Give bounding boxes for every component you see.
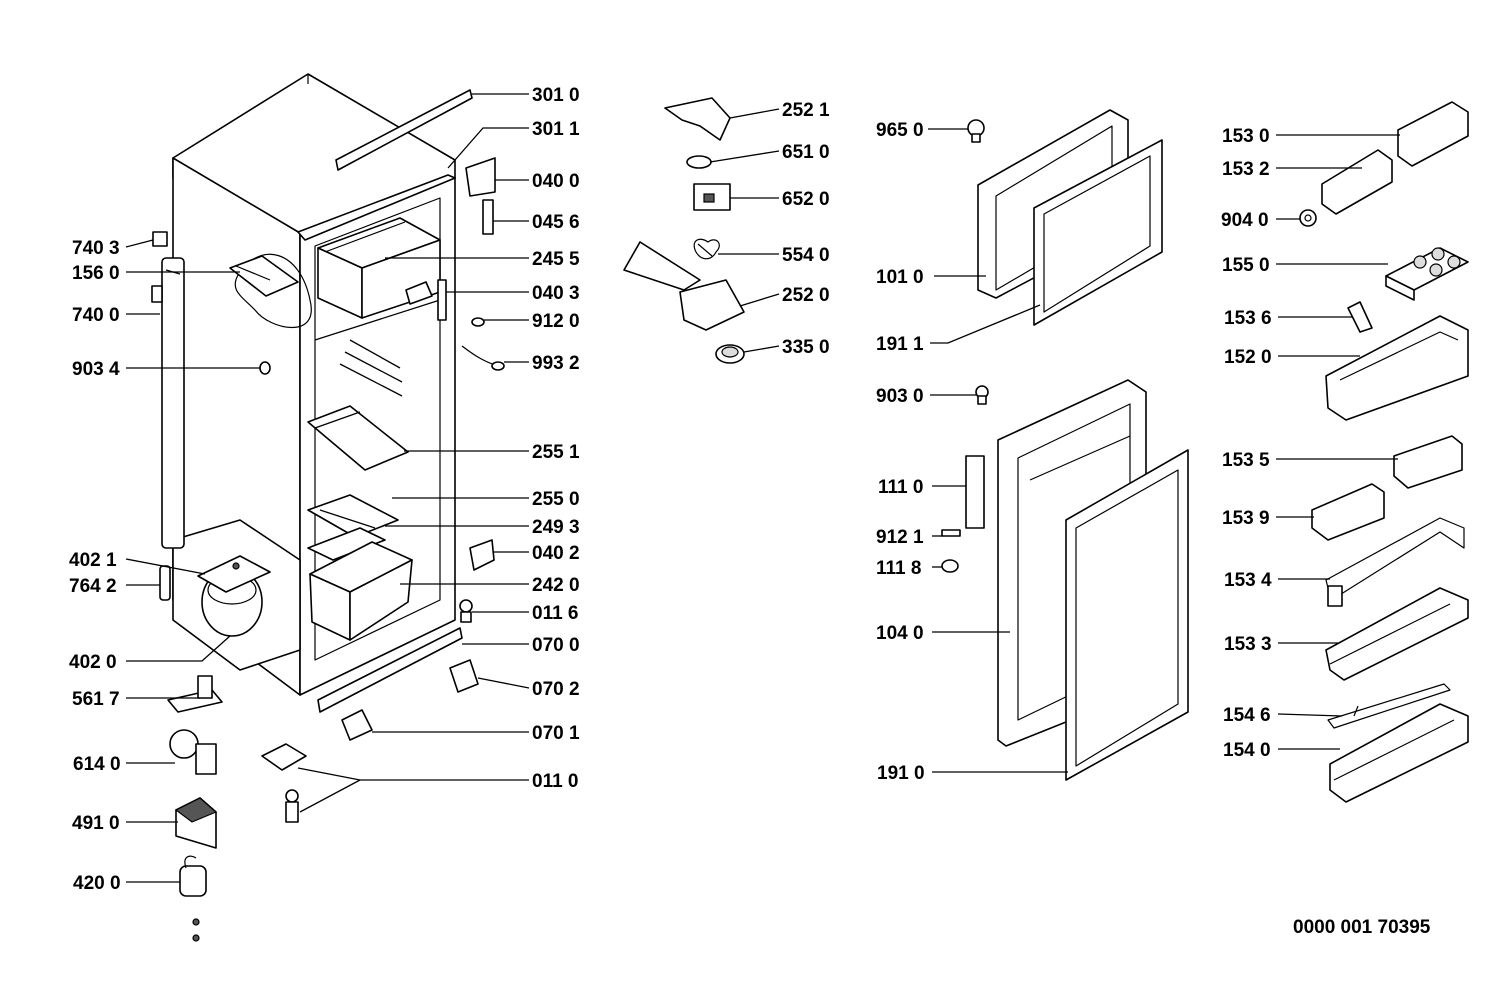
fridge-cabinet (151, 73, 505, 942)
part-label: 045 6 (532, 212, 580, 233)
compressor (197, 555, 271, 637)
part-label: 040 2 (532, 543, 580, 564)
part-label: 191 1 (876, 334, 924, 355)
part-label: 255 1 (532, 442, 580, 463)
part-label: 153 9 (1222, 508, 1270, 529)
part-label: 153 0 (1222, 126, 1270, 147)
door-accessories (1299, 101, 1469, 803)
part-label: 255 0 (532, 489, 580, 510)
part-label: 651 0 (782, 142, 830, 163)
part-label: 965 0 (876, 120, 924, 141)
part-label: 111 0 (878, 477, 923, 498)
part-label: 402 1 (69, 550, 117, 571)
part-label: 252 1 (782, 100, 830, 121)
part-label: 154 0 (1223, 740, 1271, 761)
part-label: 554 0 (782, 245, 830, 266)
part-label: 154 6 (1223, 705, 1271, 726)
part-label: 153 4 (1224, 570, 1272, 591)
part-label: 191 0 (877, 763, 925, 784)
part-label: 301 1 (532, 119, 580, 140)
part-label: 740 0 (72, 305, 120, 326)
part-label: 904 0 (1221, 210, 1269, 231)
part-label: 153 3 (1224, 634, 1272, 655)
part-label: 740 3 (72, 238, 120, 259)
part-label: 249 3 (532, 517, 580, 538)
part-label: 652 0 (782, 189, 830, 210)
part-label: 153 6 (1224, 308, 1272, 329)
part-label: 070 2 (532, 679, 580, 700)
part-label: 101 0 (876, 267, 924, 288)
part-label: 912 1 (876, 527, 924, 548)
part-label: 903 0 (876, 386, 924, 407)
freezer-door (967, 109, 1163, 405)
part-label: 070 1 (532, 723, 580, 744)
part-label: 011 6 (532, 603, 579, 624)
part-label: 561 7 (72, 689, 120, 710)
part-label: 156 0 (72, 263, 120, 284)
part-label: 335 0 (782, 337, 830, 358)
part-label: 153 2 (1222, 159, 1270, 180)
part-label: 155 0 (1222, 255, 1270, 276)
part-label: 764 2 (69, 576, 117, 597)
part-label: 011 0 (532, 771, 579, 792)
thermostat-assembly (623, 97, 745, 364)
part-label: 912 0 (532, 311, 580, 332)
part-label: 111 8 (876, 558, 921, 579)
part-label: 491 0 (72, 813, 120, 834)
part-label: 402 0 (69, 652, 117, 673)
part-label: 301 0 (532, 85, 580, 106)
document-code: 0000 001 70395 (1293, 917, 1431, 938)
part-label: 153 5 (1222, 450, 1270, 471)
part-label: 245 5 (532, 249, 580, 270)
part-label: 040 0 (532, 171, 580, 192)
part-label: 993 2 (532, 353, 580, 374)
part-label: 152 0 (1224, 347, 1272, 368)
leader-lines (125, 93, 1400, 883)
part-label: 252 0 (782, 285, 830, 306)
part-label: 903 4 (72, 359, 120, 380)
fridge-door (941, 379, 1189, 781)
part-label: 104 0 (876, 623, 924, 644)
ice-cube-tray (229, 255, 299, 297)
part-labels: 301 0 301 1 040 0 045 6 245 5 040 3 912 … (69, 85, 1431, 938)
part-label: 040 3 (532, 283, 580, 304)
part-label: 070 0 (532, 635, 580, 656)
part-label: 242 0 (532, 575, 580, 596)
part-label: 614 0 (73, 754, 121, 775)
condenser-coil (161, 257, 185, 549)
part-label: 420 0 (73, 873, 121, 894)
